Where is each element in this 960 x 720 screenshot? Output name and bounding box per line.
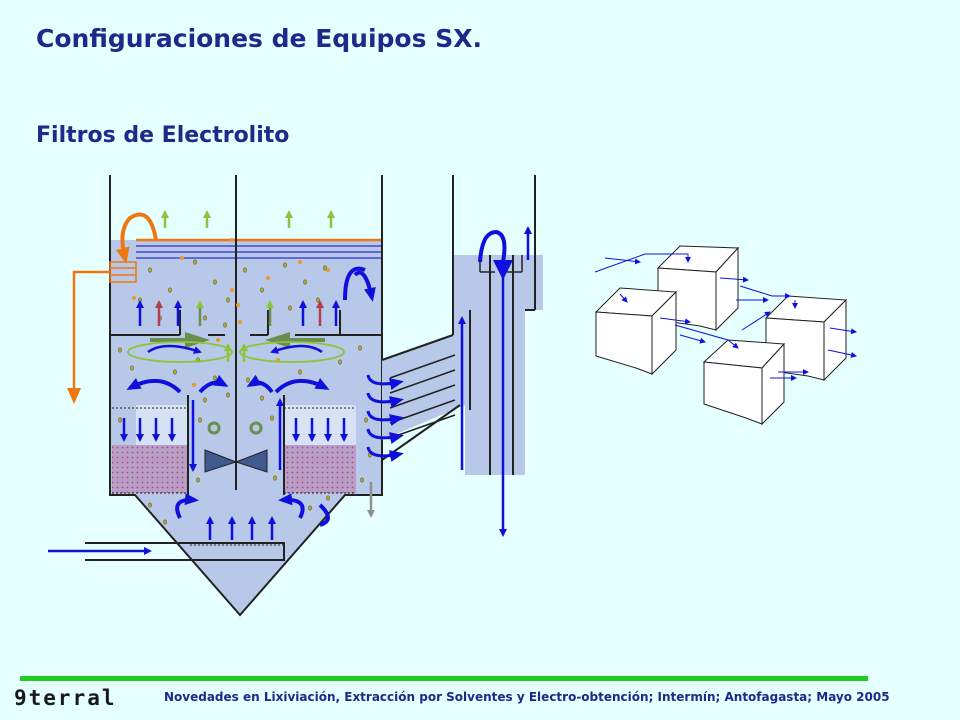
cube-network-flows xyxy=(594,253,857,381)
footer-text: Novedades en Lixiviación, Extracción por… xyxy=(164,690,890,704)
slide-title: Configuraciones de Equipos SX. xyxy=(36,24,482,53)
company-logo: 9terral xyxy=(14,686,117,710)
flow-arrows xyxy=(48,210,532,555)
cube-network xyxy=(594,245,848,426)
footer-divider xyxy=(20,676,868,681)
slide-subtitle: Filtros de Electrolito xyxy=(36,123,290,148)
